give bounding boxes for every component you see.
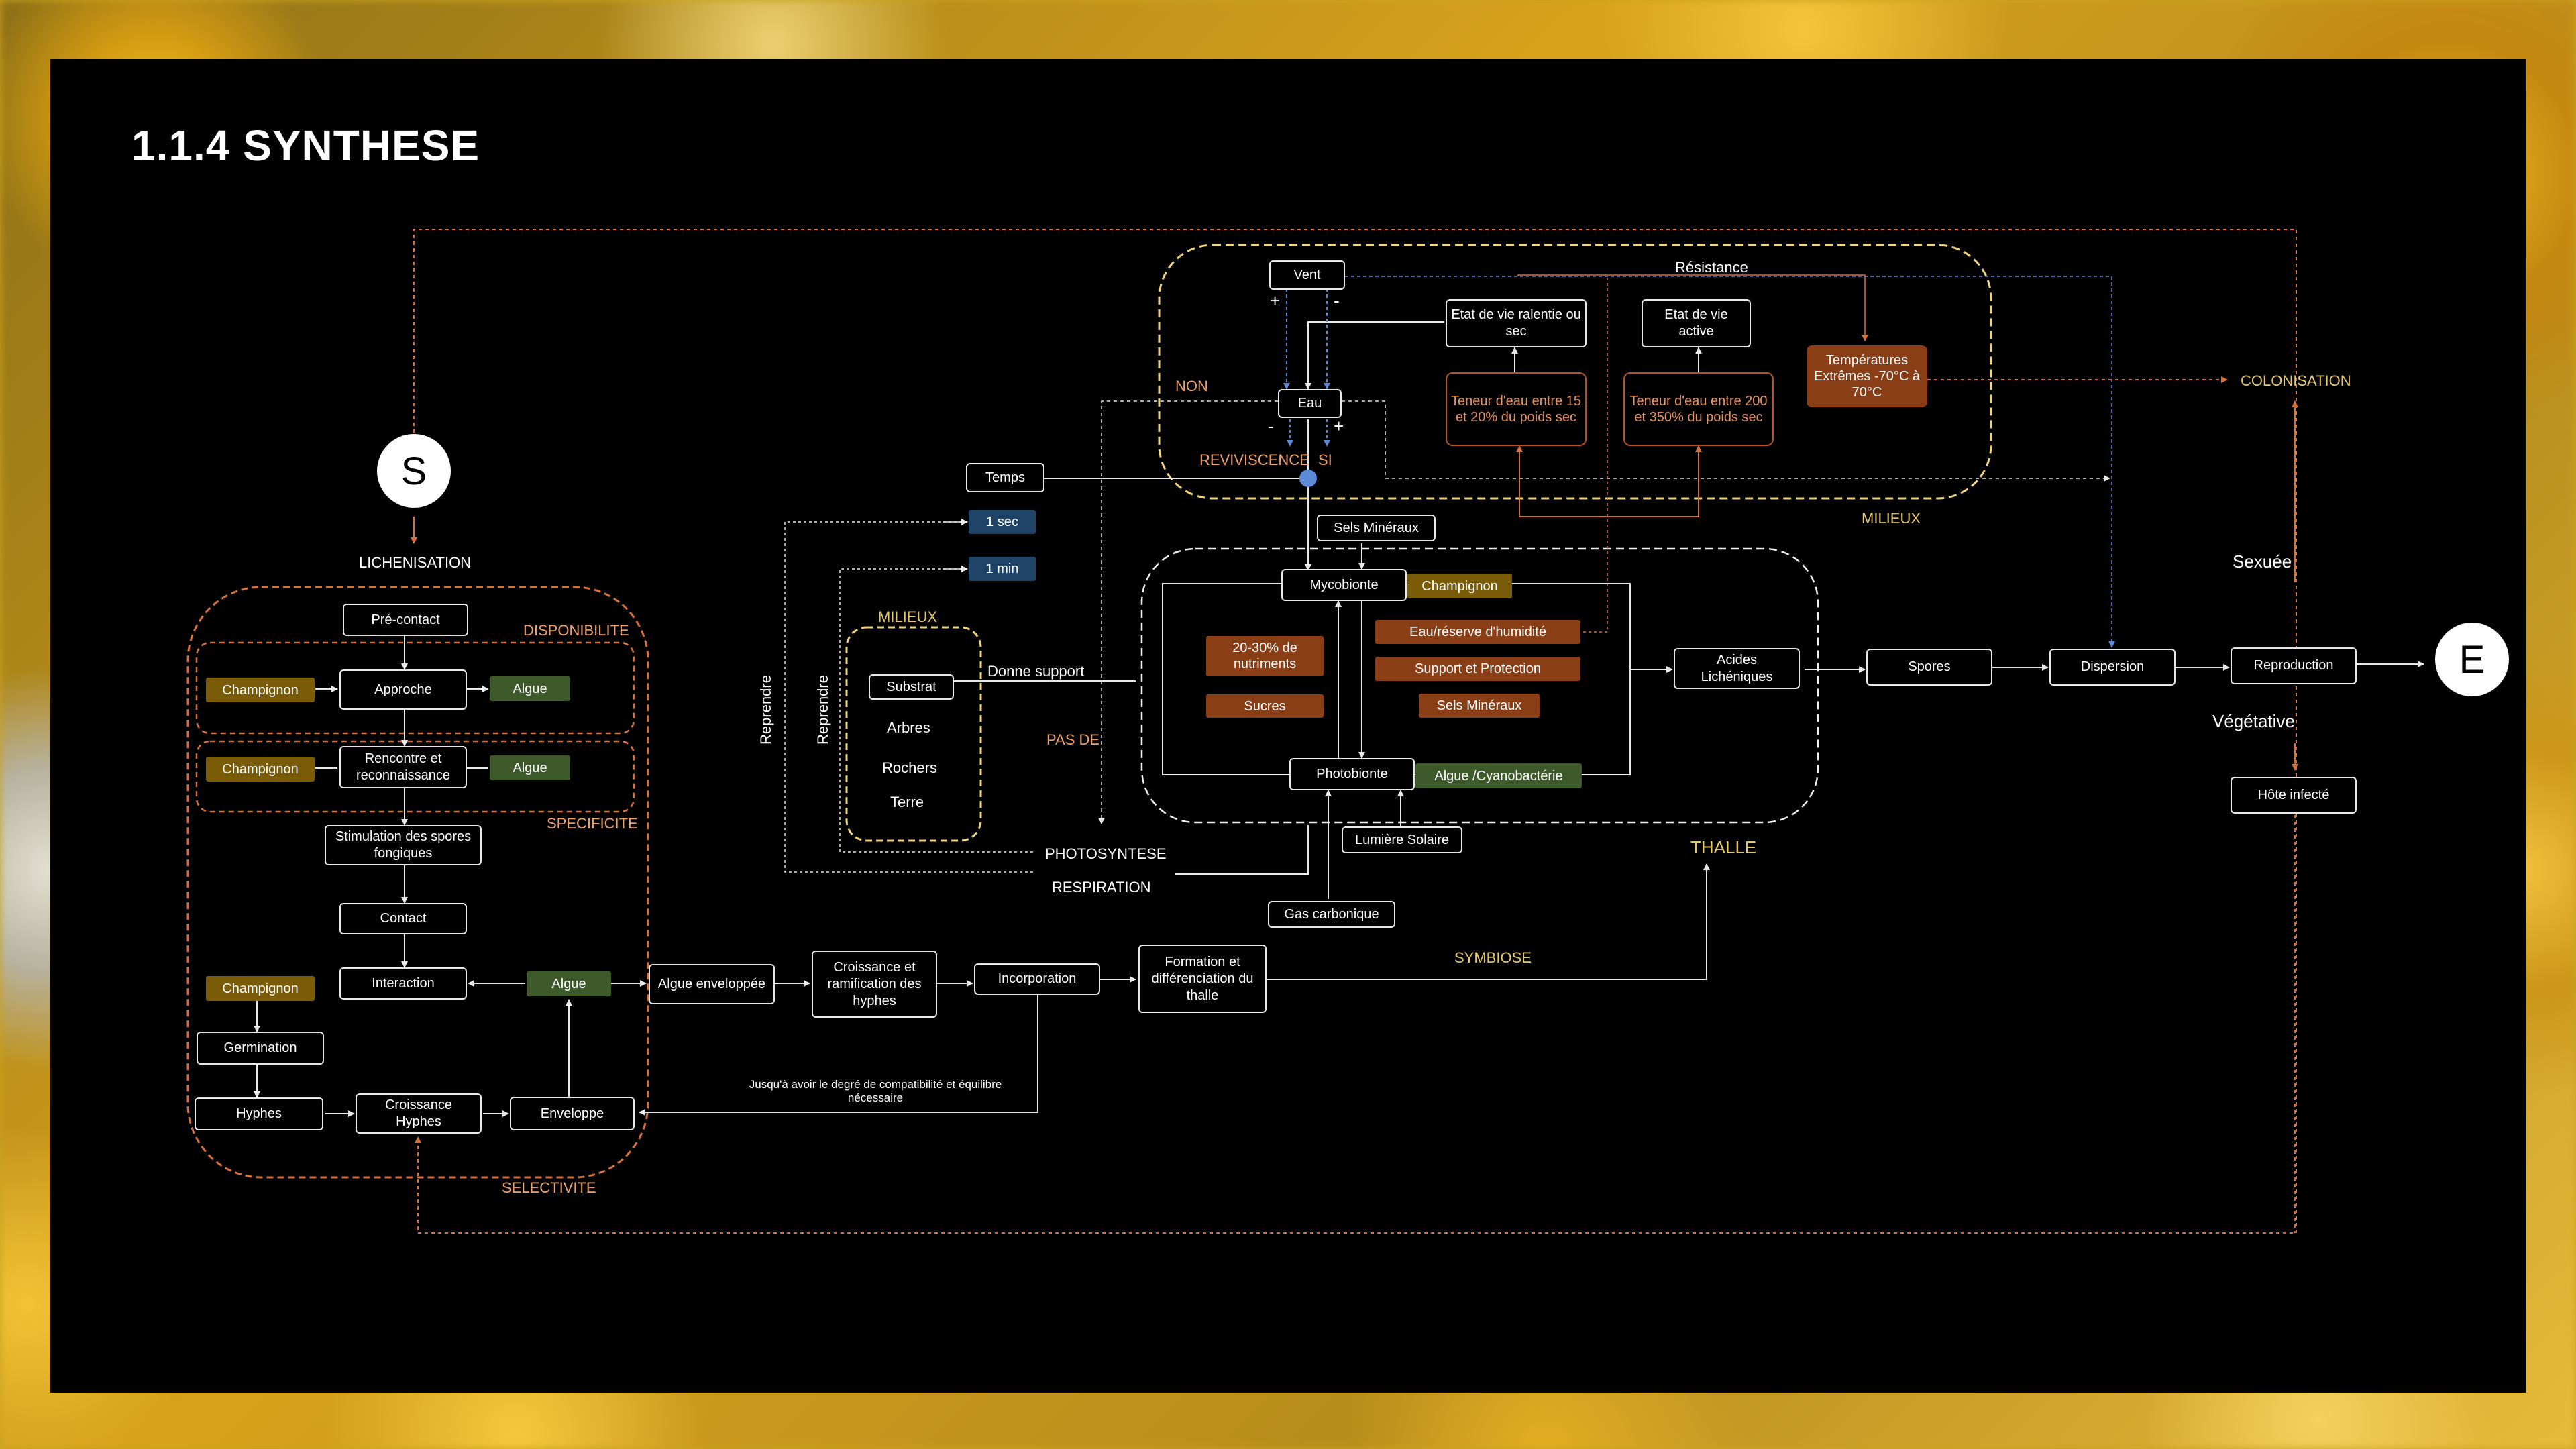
milieux-left-container bbox=[845, 626, 982, 842]
croissance-hyphes-box: Croissance Hyphes bbox=[356, 1093, 482, 1134]
etat-ralentie-box: Etat de vie ralentie ou sec bbox=[1446, 299, 1587, 347]
lumiere-solaire-box: Lumière Solaire bbox=[1342, 826, 1462, 853]
sucres-tag: Sucres bbox=[1206, 694, 1324, 718]
one-sec-tag: 1 sec bbox=[969, 510, 1036, 534]
hyphes-box: Hyphes bbox=[195, 1097, 323, 1130]
approche-box: Approche bbox=[339, 669, 467, 710]
label-respiration: RESPIRATION bbox=[1052, 879, 1151, 896]
label-milieux-left: MILIEUX bbox=[878, 608, 938, 625]
pre-contact-box: Pré-contact bbox=[343, 604, 468, 636]
label-reprendre-1: Reprendre bbox=[757, 675, 774, 745]
gas-carbonique-box: Gas carbonique bbox=[1268, 901, 1395, 928]
eau-reserve-tag: Eau/réserve d'humidité bbox=[1375, 620, 1580, 644]
label-specificite: SPECIFICITE bbox=[547, 815, 638, 832]
label-resistance: Résistance bbox=[1675, 259, 1748, 276]
stimulation-box: Stimulation des spores fongiques bbox=[325, 825, 482, 865]
eau-box: Eau bbox=[1278, 389, 1342, 418]
algue-enveloppee-box: Algue enveloppée bbox=[649, 964, 775, 1004]
photobionte-box: Photobionte bbox=[1289, 758, 1415, 790]
reviviscence-dot bbox=[1299, 470, 1317, 487]
algue-tag-2: Algue bbox=[490, 755, 570, 780]
sels-mineraux-top-box: Sels Minéraux bbox=[1317, 515, 1436, 541]
label-lichenisation: LICHENISATION bbox=[359, 554, 472, 571]
etat-active-box: Etat de vie active bbox=[1642, 299, 1751, 347]
teneur-1-box: Teneur d'eau entre 15 et 20% du poids se… bbox=[1446, 372, 1587, 446]
mycobionte-box: Mycobionte bbox=[1281, 569, 1407, 601]
terre-label: Terre bbox=[890, 794, 924, 810]
dispersion-box: Dispersion bbox=[2049, 649, 2176, 686]
label-selectivite: SELECTIVITE bbox=[502, 1179, 596, 1196]
champignon-tag-3: Champignon bbox=[206, 976, 315, 1001]
rochers-label: Rochers bbox=[882, 759, 937, 776]
label-disponibilite: DISPONIBILITE bbox=[523, 622, 629, 639]
label-sexuee: Sexuée bbox=[2233, 551, 2292, 572]
label-milieux-top: MILIEUX bbox=[1862, 510, 1921, 527]
label-colonisation: COLONISATION bbox=[2241, 372, 2351, 389]
temperatures-box: Températures Extrêmes -70°C à 70°C bbox=[1807, 345, 1927, 407]
teneur-2-box: Teneur d'eau entre 200 et 350% du poids … bbox=[1623, 372, 1774, 446]
one-min-tag: 1 min bbox=[969, 557, 1036, 581]
sels-mineraux-tag: Sels Minéraux bbox=[1419, 694, 1540, 718]
lichenisation-container bbox=[186, 586, 649, 1179]
temps-box: Temps bbox=[966, 463, 1044, 492]
spores-box: Spores bbox=[1866, 649, 1992, 686]
specificite-group bbox=[195, 740, 635, 813]
label-reprendre-2: Reprendre bbox=[814, 675, 831, 745]
reproduction-box: Reproduction bbox=[2231, 647, 2357, 684]
label-plus-1: + bbox=[1270, 290, 1281, 311]
label-symbiose: SYMBIOSE bbox=[1454, 949, 1532, 966]
substrat-box: Substrat bbox=[869, 674, 954, 700]
algue-tag-3: Algue bbox=[527, 971, 611, 996]
label-photosynthese: PHOTOSYNTESE bbox=[1045, 845, 1167, 862]
algue-tag-1: Algue bbox=[490, 676, 570, 701]
label-plus-2: + bbox=[1334, 416, 1344, 436]
rencontre-box: Rencontre et reconnaissance bbox=[339, 746, 467, 788]
support-tag: Support et Protection bbox=[1375, 657, 1580, 681]
milieux-top-container bbox=[1158, 244, 1992, 500]
slide-title: 1.1.4 SYNTHESE bbox=[131, 121, 480, 170]
nutriments-tag: 20-30% de nutriments bbox=[1206, 636, 1324, 676]
croissance-ramification-box: Croissance et ramification des hyphes bbox=[812, 951, 937, 1018]
thalle-container bbox=[1140, 547, 1819, 824]
label-non: NON bbox=[1175, 378, 1208, 394]
label-reviviscence: REVIVISCENCE bbox=[1199, 451, 1309, 468]
champignon-tag-2: Champignon bbox=[206, 757, 315, 782]
interaction-box: Interaction bbox=[339, 967, 467, 1000]
label-donne-support: Donne support bbox=[987, 663, 1085, 680]
label-pas-de: PAS DE bbox=[1046, 731, 1100, 748]
contact-box: Contact bbox=[339, 903, 467, 934]
algue-cyano-tag: Algue /Cyanobactérie bbox=[1415, 763, 1582, 788]
germination-box: Germination bbox=[197, 1032, 324, 1065]
label-minus-1: - bbox=[1334, 290, 1340, 311]
label-vegetative: Végétative bbox=[2212, 711, 2295, 731]
incorporation-box: Incorporation bbox=[974, 963, 1100, 995]
champignon-thalle-tag: Champignon bbox=[1407, 574, 1512, 598]
hote-infecte-box: Hôte infecté bbox=[2231, 777, 2357, 814]
acides-lichenique-box: Acides Lichéniques bbox=[1674, 648, 1800, 689]
label-si: SI bbox=[1318, 451, 1332, 468]
end-node: E bbox=[2435, 623, 2509, 696]
vent-box: Vent bbox=[1269, 260, 1345, 290]
label-compatibilite: Jusqu'à avoir le degré de compatibilité … bbox=[749, 1078, 1002, 1104]
label-minus-2: - bbox=[1268, 416, 1274, 436]
enveloppe-box: Enveloppe bbox=[510, 1097, 635, 1130]
formation-thalle-box: Formation et différenciation du thalle bbox=[1138, 945, 1267, 1013]
start-node: S bbox=[377, 434, 451, 508]
champignon-tag-1: Champignon bbox=[206, 678, 315, 702]
disponibilite-group bbox=[195, 641, 635, 735]
label-thalle: THALLE bbox=[1690, 837, 1757, 857]
arbres-label: Arbres bbox=[887, 719, 930, 736]
